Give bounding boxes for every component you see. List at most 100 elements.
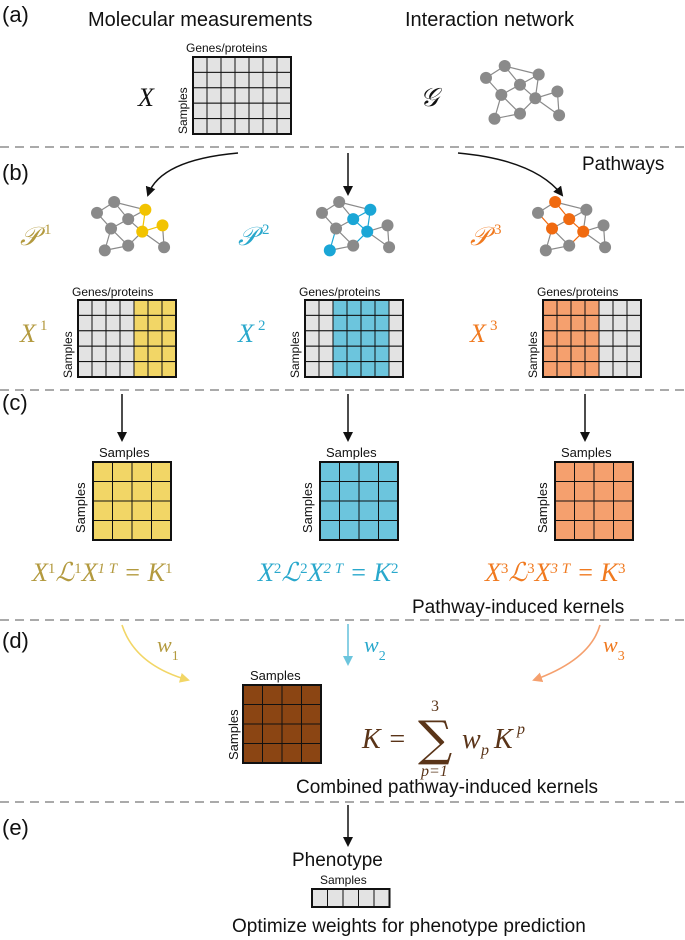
matrix-cell xyxy=(133,345,149,363)
matrix-cell xyxy=(319,481,340,502)
matrix-cell xyxy=(318,314,334,332)
matrix-cell xyxy=(276,56,292,73)
matrix-cell xyxy=(613,520,634,541)
weight-subscript: 3 xyxy=(618,649,625,664)
network-node xyxy=(532,206,544,219)
molecular-measurements-title: Molecular measurements xyxy=(88,9,313,31)
matrix-cell xyxy=(570,299,586,316)
matrix-cell xyxy=(77,330,93,347)
network-node xyxy=(108,196,121,208)
matrix-cell xyxy=(574,461,595,482)
network-node xyxy=(514,107,526,120)
pathway-symbol-2: 𝒫 xyxy=(238,222,264,251)
matrix-cell xyxy=(339,461,360,482)
matrix-border xyxy=(554,461,634,541)
matrix-cell xyxy=(105,361,121,378)
matrix-cell xyxy=(584,314,600,332)
matrix-cell xyxy=(358,461,379,482)
network-node xyxy=(330,222,343,235)
pathway-samples-label-2: Samples xyxy=(288,331,302,378)
matrix-cell xyxy=(234,118,250,135)
kernel-matrix-2 xyxy=(319,461,399,541)
matrix-cell xyxy=(206,56,222,73)
matrix-cell xyxy=(556,299,572,316)
pathway-samples-label-3: Samples xyxy=(526,331,540,378)
network-node xyxy=(551,85,564,98)
matrix-cell xyxy=(304,345,320,363)
matrix-cell xyxy=(374,330,390,347)
matrix-cell xyxy=(374,299,390,316)
matrix-cell xyxy=(584,299,600,316)
matrix-cell xyxy=(378,520,399,541)
combined-kernel-formula: K = ∑ 3 p=1 w p K p xyxy=(361,698,525,780)
matrix-border xyxy=(92,461,172,541)
network-node xyxy=(549,196,562,208)
pathway-genes-label-2: Genes/proteins xyxy=(299,285,380,299)
matrix-cell xyxy=(262,87,278,104)
matrix-cell xyxy=(147,314,163,332)
matrix-cell xyxy=(374,314,390,332)
matrix-cell xyxy=(304,314,320,332)
matrix-cell xyxy=(92,500,113,521)
matrix-cell xyxy=(612,330,628,347)
matrix-cell xyxy=(262,118,278,135)
network-node xyxy=(347,213,360,226)
matrix-cell xyxy=(304,361,320,378)
matrix-cell xyxy=(248,71,264,89)
matrix-cell xyxy=(360,361,376,378)
matrix-cell xyxy=(332,330,348,347)
formula-term: X xyxy=(31,558,49,587)
matrix-cell xyxy=(319,461,340,482)
matrix-cell xyxy=(131,461,152,482)
matrix-cell xyxy=(346,361,362,378)
matrix-cell xyxy=(161,345,177,363)
matrix-cell xyxy=(584,361,600,378)
matrix-cell xyxy=(301,743,322,764)
formula-w-sub: p xyxy=(480,742,489,759)
matrix-cell xyxy=(612,361,628,378)
matrix-cell xyxy=(388,345,404,363)
network-node xyxy=(563,239,576,252)
matrix-cell xyxy=(346,330,362,347)
matrix-cell xyxy=(339,500,360,521)
weight-arrow-1 xyxy=(121,624,190,683)
network-node xyxy=(316,206,328,219)
network-node xyxy=(563,213,576,226)
matrix-cell xyxy=(133,314,149,332)
network-node xyxy=(495,88,508,101)
matrix-cell xyxy=(248,118,264,135)
sum-sign: ∑ xyxy=(418,711,452,767)
pathway-matrix-superscript-3: 3 xyxy=(490,318,498,334)
pathway-network-1 xyxy=(91,196,171,257)
matrix-border xyxy=(77,299,177,378)
kernel-matrix-3 xyxy=(554,461,634,541)
matrix-cell xyxy=(374,345,390,363)
matrix-cell xyxy=(133,299,149,316)
network-node xyxy=(480,71,492,84)
pathway-induced-kernels-label: Pathway-induced kernels xyxy=(412,597,624,618)
pathway-matrix-symbol-2: X xyxy=(237,319,255,348)
pathway-matrix-3 xyxy=(542,299,642,378)
network-node xyxy=(498,60,511,72)
pathway-matrix-2 xyxy=(304,299,404,378)
matrix-cell xyxy=(360,330,376,347)
matrix-cell xyxy=(234,87,250,104)
matrix-cell xyxy=(281,684,302,705)
matrix-x-symbol: X xyxy=(137,83,155,112)
pathway-matrix-superscript-2: 2 xyxy=(258,318,266,334)
matrix-border xyxy=(192,56,292,135)
pathway-genes-label-1: Genes/proteins xyxy=(72,285,153,299)
weight-arrow-3 xyxy=(532,624,601,683)
matrix-cell xyxy=(105,314,121,332)
formula-k: K xyxy=(493,724,514,755)
network-node xyxy=(139,203,152,216)
matrix-cell xyxy=(262,684,283,705)
formula-term: X xyxy=(484,558,502,587)
formula-superscript: 2 xyxy=(391,561,399,577)
matrix-cell xyxy=(626,299,642,316)
network-node xyxy=(91,206,103,219)
matrix-cell xyxy=(318,361,334,378)
matrix-cell xyxy=(119,345,135,363)
